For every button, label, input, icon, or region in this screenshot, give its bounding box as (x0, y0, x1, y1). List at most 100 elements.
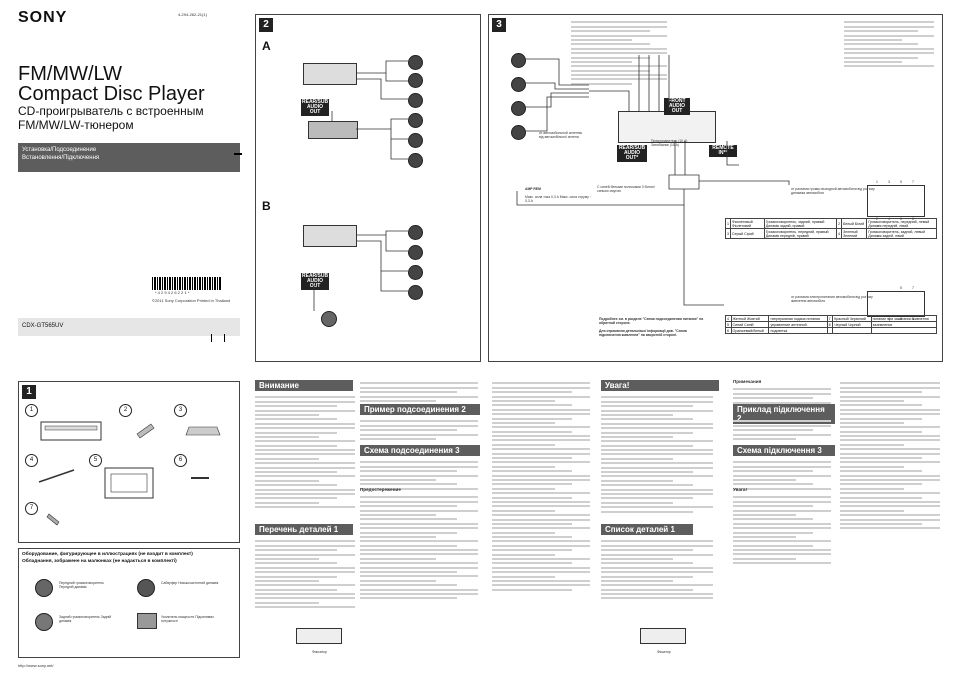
speaker-a5-icon (408, 133, 423, 148)
panel-equipment: Оборудование, фигурирующее в иллюстрация… (18, 548, 240, 658)
heading-example-ua-text: Приклад підключення (737, 405, 825, 414)
speaker-b3-icon (408, 265, 423, 280)
heading-diagram: Схема подсоединения 3 (360, 445, 480, 456)
black-marker (234, 153, 242, 155)
install-ua: Встановлення/Підключення (22, 155, 100, 161)
website[interactable]: http://www.sony.net/ (18, 663, 54, 668)
remote-in-tag: REMOTE IN** (709, 145, 737, 157)
model-number: CDX-GT565UV (22, 323, 64, 329)
rear-speaker-icon (35, 613, 53, 631)
heading-example-ua-num: 2 (737, 414, 742, 423)
subtitle-line-2: FM/MW/LW-тюнером (18, 118, 134, 132)
pin2-5: 5 (900, 286, 902, 290)
remover-label-2: Фіксатор (657, 650, 671, 654)
remover-label-1: Фиксатор (312, 650, 327, 654)
speaker-a3-icon (408, 93, 423, 108)
front-speaker-icon (35, 579, 53, 597)
heading-example: Пример подсоединения 2 (360, 404, 480, 415)
equipment-item-3: Задний громкоговоритель Задній динамік (59, 615, 112, 624)
heading-warning-ua: Увага! (601, 380, 719, 391)
part-num-5: 5 (89, 454, 102, 467)
pin-5: 5 (900, 180, 902, 184)
speaker-a1-icon (408, 55, 423, 70)
heading-example-ua: Приклад підключення 2 (733, 404, 835, 424)
ground-note-ua: Для отримання детальнішої інформації див… (599, 329, 687, 338)
heading-attention: Внимание (255, 380, 353, 391)
amp-a (308, 121, 358, 139)
equipment-title-ua: Обладнання, зображене на малюнках (не на… (22, 559, 177, 564)
page-title: FM/MW/LW Compact Disc Player (18, 64, 205, 104)
pin-1: 1 (876, 180, 878, 184)
heading-diagram-text: Схема подсоединения (364, 446, 453, 455)
text-attention (255, 394, 355, 511)
heading-diagram-ua-num: 3 (817, 446, 822, 455)
heading-parts-list-text: Перечень деталей (259, 525, 332, 534)
section-3-badge: 3 (492, 18, 506, 32)
heading-example-num: 2 (461, 405, 466, 414)
text-parts-list (255, 538, 355, 611)
panel-parts: 1 1 2 3 4 5 6 7 (18, 381, 240, 543)
barcode (152, 277, 222, 290)
rear-sub-star-tag: REAR/SUB AUDIO OUT* (617, 145, 647, 162)
diagram-b-label: B (262, 199, 271, 213)
power-connector-label: от разъема электропитания автомобиля від… (791, 295, 873, 304)
head-unit-3 (618, 111, 716, 143)
subwoofer-b-icon (321, 311, 337, 327)
text-example (360, 418, 478, 442)
part-num-4: 4 (25, 454, 38, 467)
rear-sub-tag-b: REAR/SUB AUDIO OUT (301, 273, 329, 290)
speaker-32-icon (511, 77, 526, 92)
section-2-badge: 2 (259, 18, 273, 32)
speaker-31-icon (511, 53, 526, 68)
equipment-item-4: Усилитель мощности Підсилювач потужності (161, 615, 214, 624)
panel-diagram: 3 FRONT AUDIO OUT REAR/SUB AUDIO OUT* RE… (488, 14, 943, 362)
parts-illustration (38, 421, 221, 526)
rear-sub-tag-a: REAR/SUB AUDIO OUT (301, 99, 329, 116)
heading-notes: Примечания (733, 379, 762, 384)
pin-3: 3 (888, 180, 890, 184)
brand-logo: SONY (18, 9, 68, 26)
heading-parts-list: Перечень деталей 1 (255, 524, 353, 535)
subtitle-line-1: CD-проигрыватель с встроенным (18, 104, 204, 118)
copyright: ©2011 Sony Corporation Printed in Thaila… (152, 298, 231, 303)
text-warning2 (733, 494, 831, 567)
front-audio-tag: FRONT AUDIO OUT (664, 98, 690, 115)
speaker-a2-icon (408, 73, 423, 88)
part-num-7: 7 (25, 502, 38, 515)
text-col3 (492, 380, 590, 593)
text-diagram (360, 459, 478, 492)
blue-white-label: С синей белыми полосками З білою/синьою … (597, 185, 655, 194)
text-warning-ua (601, 394, 713, 515)
wiring-2 (313, 60, 408, 311)
diagram-notes-2 (844, 19, 934, 70)
heading-diagram-ua: Схема підключення 3 (733, 445, 835, 456)
text-diagram-ua (733, 459, 831, 492)
head-unit-b (303, 225, 357, 247)
remover-illustration-1 (296, 628, 342, 644)
model-band (18, 318, 240, 336)
max-current-label: Макс. сила тока 0,3 A Макс. сила струму … (525, 195, 591, 204)
speaker-b2-icon (408, 245, 423, 260)
bars-marker (211, 334, 225, 342)
heading-parts-ua: Список деталей 1 (601, 524, 693, 535)
antenna-label: от автомобильной антенны від автомобільн… (539, 131, 583, 140)
speaker-b4-icon (408, 285, 423, 300)
heading-parts-ua-text: Список деталей (605, 525, 669, 534)
heading-diagram-ua-text: Схема підключення (737, 446, 816, 455)
equipment-item-2: Сабвуфер Низькочастотний динамік (161, 581, 219, 585)
remover-illustration-2 (640, 628, 686, 644)
text-parts-ua (601, 538, 713, 602)
part-num-1: 1 (25, 404, 38, 417)
part-num-2: 2 (119, 404, 132, 417)
heading-example-text: Пример подсоединения (364, 405, 460, 414)
barcode-number: * 4 2 9 4 2 6 2 2 1 * (155, 290, 190, 295)
equipment-title-ru: Оборудование, фигурирующее в иллюстрация… (22, 552, 193, 557)
speaker-33-icon (511, 101, 526, 116)
heading-diagram-num: 3 (455, 446, 460, 455)
page-subtitle: CD-проигрыватель с встроенным FM/MW/LW-т… (18, 104, 204, 132)
part-num-6: 6 (174, 454, 187, 467)
panel-connection-example: 2 A B REAR/SUB AUDIO OUT REAR/SUB AUDIO … (255, 14, 481, 362)
